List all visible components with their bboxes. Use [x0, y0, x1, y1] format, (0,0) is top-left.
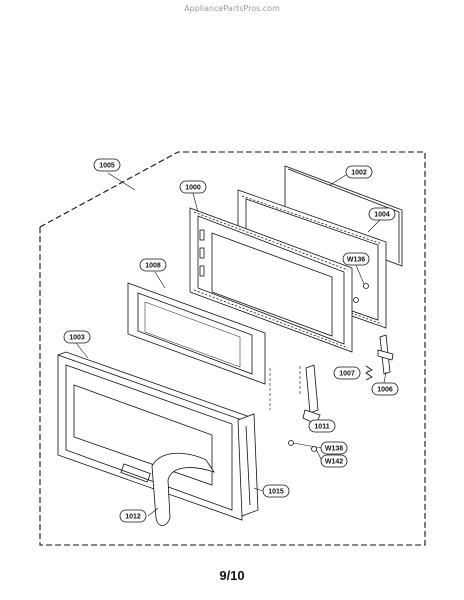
screws-w138-w142 [288, 440, 317, 452]
callout-1002: 1002 [345, 165, 373, 179]
svg-text:1011: 1011 [314, 424, 329, 431]
callout-w136: W136 [342, 252, 370, 266]
callout-w142: W142 [320, 454, 348, 468]
part-1011-latch [302, 364, 321, 425]
callout-1003: 1003 [63, 330, 91, 344]
part-1007-spring [365, 365, 373, 381]
callout-1008: 1008 [139, 258, 167, 272]
svg-text:W138: W138 [325, 446, 343, 453]
callout-1000: 1000 [179, 180, 207, 194]
callout-1006: 1006 [371, 382, 399, 396]
callout-1015: 1015 [262, 484, 290, 498]
callout-1007: 1007 [333, 366, 361, 380]
svg-text:1007: 1007 [339, 371, 355, 378]
svg-text:W136: W136 [347, 257, 365, 264]
watermark: AppliancePartsPros.com [184, 4, 280, 13]
page-number: 9/10 [219, 568, 245, 583]
svg-text:1000: 1000 [185, 185, 201, 192]
callout-1004: 1004 [368, 207, 396, 221]
callout-1012: 1012 [119, 509, 147, 523]
svg-text:1015: 1015 [268, 489, 284, 496]
svg-text:1005: 1005 [99, 163, 115, 170]
svg-text:1008: 1008 [145, 263, 161, 270]
part-1008-window-glass [127, 282, 266, 385]
svg-text:1002: 1002 [351, 170, 367, 177]
svg-text:1003: 1003 [69, 335, 85, 342]
callout-1011: 1011 [308, 419, 336, 433]
svg-text:1004: 1004 [374, 212, 390, 219]
callout-w138: W138 [320, 441, 348, 455]
svg-text:1006: 1006 [377, 387, 393, 394]
callout-1005: 1005 [93, 158, 121, 172]
part-1006-hinge [377, 334, 394, 375]
assembly-boundary [39, 151, 426, 546]
part-1003-door-front [57, 351, 252, 521]
screws-w136 [353, 283, 369, 303]
part-1000-door-frame [189, 207, 353, 353]
part-1015-side-trim [237, 413, 259, 517]
part-1012-handle [151, 452, 215, 526]
svg-text:1012: 1012 [125, 514, 141, 521]
svg-text:W142: W142 [325, 459, 343, 466]
